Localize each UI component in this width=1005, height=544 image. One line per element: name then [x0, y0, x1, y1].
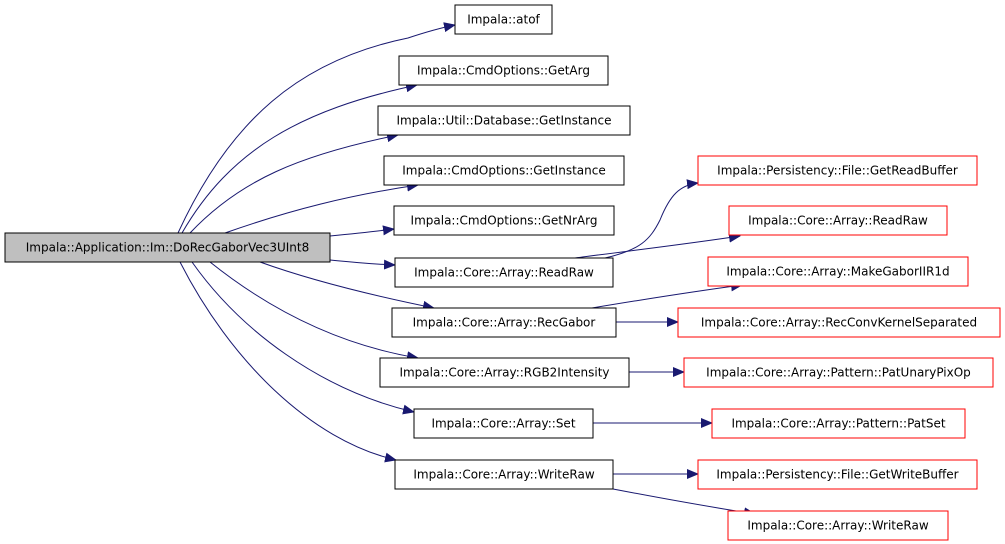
node-getnrarg[interactable]: Impala::CmdOptions::GetNrArg	[393, 205, 615, 236]
node-label-readraw: Impala::Core::Array::ReadRaw	[414, 266, 594, 280]
node-box-writeraw[interactable]	[394, 459, 614, 490]
node-box-set[interactable]	[413, 408, 594, 439]
edge-recgabor-to-makegabor	[591, 281, 743, 309]
node-box-root[interactable]	[4, 232, 331, 263]
edge-writeraw-to-writeraw2	[612, 488, 756, 518]
node-db_getinstance[interactable]: Impala::Util::Database::GetInstance	[377, 105, 631, 136]
edges	[177, 22, 756, 518]
node-box-readraw2[interactable]	[728, 205, 948, 236]
node-label-patset: Impala::Core::Array::Pattern::PatSet	[731, 417, 945, 431]
node-label-getreadbuffer: Impala::Persistency::File::GetReadBuffer	[717, 164, 958, 178]
node-label-recconv: Impala::Core::Array::RecConvKernelSepara…	[701, 316, 977, 330]
node-readraw2[interactable]: Impala::Core::Array::ReadRaw	[728, 205, 948, 236]
node-recconv[interactable]: Impala::Core::Array::RecConvKernelSepara…	[677, 307, 1001, 338]
edge-root-to-getarg	[181, 82, 418, 234]
node-label-rgb2: Impala::Core::Array::RGB2Intensity	[399, 366, 609, 380]
node-box-readraw[interactable]	[394, 257, 614, 288]
node-box-getnrarg[interactable]	[393, 205, 615, 236]
node-label-recgabor: Impala::Core::Array::RecGabor	[413, 316, 596, 330]
node-label-root: Impala::Application::Im::DoRecGaborVec3U…	[26, 241, 310, 255]
node-label-getwritebuffer: Impala::Persistency::File::GetWriteBuffe…	[716, 468, 958, 482]
node-box-getwritebuffer[interactable]	[697, 459, 978, 490]
edge-root-to-getnrarg	[329, 225, 395, 237]
node-writeraw[interactable]: Impala::Core::Array::WriteRaw	[394, 459, 614, 490]
edge-root-to-readraw	[329, 259, 396, 270]
nodes: Impala::Application::Im::DoRecGaborVec3U…	[4, 4, 1001, 541]
node-box-writeraw2[interactable]	[727, 510, 949, 541]
node-set[interactable]: Impala::Core::Array::Set	[413, 408, 594, 439]
node-recgabor[interactable]: Impala::Core::Array::RecGabor	[391, 307, 617, 338]
edge-root-to-set	[191, 261, 415, 415]
node-rgb2[interactable]: Impala::Core::Array::RGB2Intensity	[379, 357, 630, 388]
edge-root-to-recgabor	[259, 261, 435, 311]
node-writeraw2[interactable]: Impala::Core::Array::WriteRaw	[727, 510, 949, 541]
node-label-makegabor: Impala::Core::Array::MakeGaborIIR1d	[726, 265, 949, 279]
node-label-getnrarg: Impala::CmdOptions::GetNrArg	[411, 214, 598, 228]
node-label-writeraw: Impala::Core::Array::WriteRaw	[413, 468, 594, 482]
node-getwritebuffer[interactable]: Impala::Persistency::File::GetWriteBuffe…	[697, 459, 978, 490]
node-getreadbuffer[interactable]: Impala::Persistency::File::GetReadBuffer	[697, 155, 978, 186]
node-label-cmd_getinstance: Impala::CmdOptions::GetInstance	[402, 164, 605, 178]
node-box-cmd_getinstance[interactable]	[383, 155, 625, 186]
node-atof[interactable]: Impala::atof	[454, 4, 553, 35]
node-getarg[interactable]: Impala::CmdOptions::GetArg	[398, 55, 609, 86]
node-box-getreadbuffer[interactable]	[697, 155, 978, 186]
node-label-set: Impala::Core::Array::Set	[431, 417, 575, 431]
edge-readraw-to-readraw2	[574, 232, 741, 259]
node-box-db_getinstance[interactable]	[377, 105, 631, 136]
node-box-rgb2[interactable]	[379, 357, 630, 388]
edge-root-to-cmd_getinstance	[224, 181, 419, 234]
node-patset[interactable]: Impala::Core::Array::Pattern::PatSet	[711, 408, 966, 439]
edge-root-to-rgb2	[209, 261, 419, 362]
node-box-recgabor[interactable]	[391, 307, 617, 338]
node-label-db_getinstance: Impala::Util::Database::GetInstance	[397, 114, 612, 128]
node-box-makegabor[interactable]	[707, 256, 969, 287]
node-cmd_getinstance[interactable]: Impala::CmdOptions::GetInstance	[383, 155, 625, 186]
edge-root-to-writeraw	[179, 261, 397, 463]
node-box-patunary[interactable]	[683, 357, 994, 388]
node-makegabor[interactable]: Impala::Core::Array::MakeGaborIIR1d	[707, 256, 969, 287]
node-box-patset[interactable]	[711, 408, 966, 439]
node-label-getarg: Impala::CmdOptions::GetArg	[417, 64, 590, 78]
node-box-atof[interactable]	[454, 4, 553, 35]
node-patunary[interactable]: Impala::Core::Array::Pattern::PatUnaryPi…	[683, 357, 994, 388]
edge-root-to-db_getinstance	[189, 132, 399, 234]
node-label-atof: Impala::atof	[467, 13, 540, 27]
edge-root-to-atof	[177, 22, 456, 234]
edge-readraw-to-getreadbuffer	[604, 179, 699, 259]
node-box-recconv[interactable]	[677, 307, 1001, 338]
node-label-patunary: Impala::Core::Array::Pattern::PatUnaryPi…	[706, 366, 971, 380]
node-box-getarg[interactable]	[398, 55, 609, 86]
node-root[interactable]: Impala::Application::Im::DoRecGaborVec3U…	[4, 232, 331, 263]
node-label-writeraw2: Impala::Core::Array::WriteRaw	[747, 519, 928, 533]
node-label-readraw2: Impala::Core::Array::ReadRaw	[748, 214, 928, 228]
node-readraw[interactable]: Impala::Core::Array::ReadRaw	[394, 257, 614, 288]
